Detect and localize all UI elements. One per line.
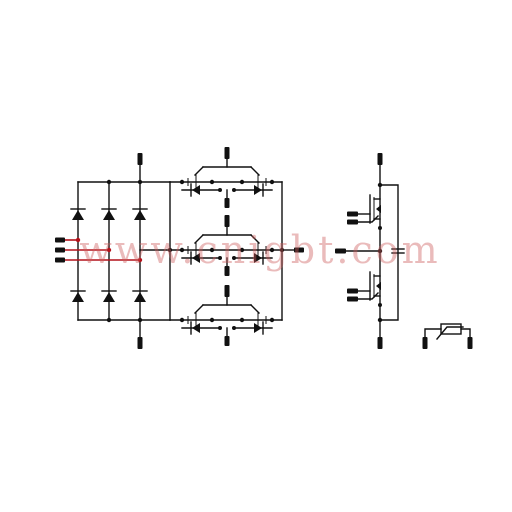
phase-terminal — [224, 336, 230, 346]
brake-chopper — [335, 153, 405, 349]
brake-top-terminal — [377, 153, 383, 165]
ac-input-terminal-r — [55, 237, 65, 243]
rectifier-diode — [70, 208, 86, 220]
inverter-bus — [139, 181, 304, 321]
gate-terminal — [347, 288, 358, 294]
ac-input-terminal-t — [55, 257, 65, 263]
inverter-phase-u — [169, 147, 283, 208]
ac-input-terminal-s — [55, 247, 65, 253]
phase-terminal — [224, 198, 230, 208]
rectifier-bridge — [55, 153, 171, 349]
inverter-phase-v — [169, 215, 283, 276]
brake-bottom-terminal — [377, 337, 383, 349]
ntc-terminal — [422, 337, 428, 349]
emitter-terminal — [347, 296, 358, 302]
dc-minus-terminal — [137, 337, 143, 349]
emitter-terminal — [347, 219, 358, 225]
rectifier-diode — [132, 208, 148, 220]
rectifier-diode — [101, 208, 117, 220]
gate-terminal — [224, 147, 230, 159]
ntc-thermistor — [422, 323, 473, 349]
rectifier-diode — [70, 290, 86, 302]
gate-terminal — [347, 211, 358, 217]
gate-terminal — [224, 215, 230, 227]
rectifier-diode — [132, 290, 148, 302]
ntc-terminal — [467, 337, 473, 349]
rectifier-diode — [101, 290, 117, 302]
phase-terminal — [224, 266, 230, 276]
gate-terminal — [224, 285, 230, 297]
dc-plus-terminal — [137, 153, 143, 165]
brake-switch-lower — [347, 271, 382, 307]
ac-input-lines — [55, 237, 143, 263]
inverter-output-terminal — [294, 247, 304, 253]
brake-mid-terminal — [335, 248, 346, 254]
brake-switch-upper — [347, 194, 382, 230]
inverter-phase-w — [169, 285, 283, 346]
